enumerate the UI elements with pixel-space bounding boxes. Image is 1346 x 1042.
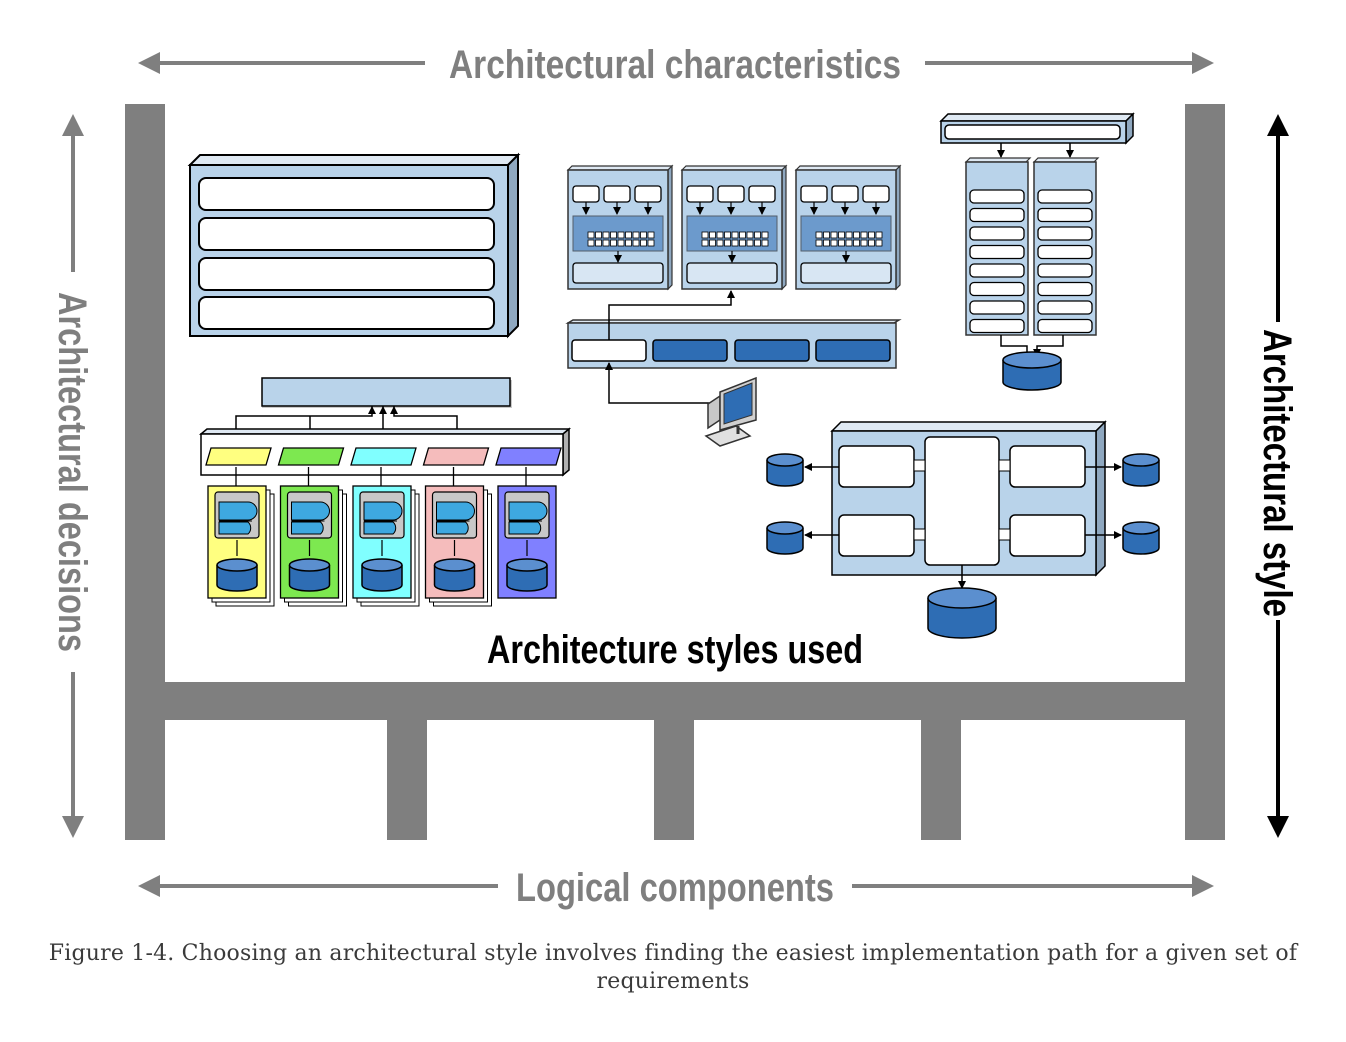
bottom-axis: Logical components bbox=[138, 866, 1214, 910]
database-icon bbox=[766, 521, 804, 555]
processing-unit bbox=[964, 157, 1032, 336]
database-icon bbox=[1002, 351, 1062, 391]
database-icon bbox=[766, 453, 804, 487]
layer-box bbox=[198, 296, 495, 330]
database-icon bbox=[506, 558, 548, 592]
service-column bbox=[205, 447, 275, 607]
figure-caption: Figure 1-4. Choosing an architectural st… bbox=[48, 941, 1298, 994]
event-driven-diagram bbox=[766, 420, 1160, 639]
layer-box bbox=[198, 257, 495, 291]
computer-icon bbox=[704, 376, 757, 447]
database-icon bbox=[433, 558, 476, 592]
processing-unit bbox=[1032, 157, 1100, 336]
right-label: Architectural style bbox=[1255, 329, 1299, 617]
pipeline-unit bbox=[794, 164, 902, 291]
service-column bbox=[350, 447, 420, 607]
bottom-label: Logical components bbox=[516, 866, 834, 910]
top-axis: Architectural characteristics bbox=[138, 43, 1214, 87]
pipeline-unit bbox=[566, 164, 674, 291]
database-icon bbox=[1122, 521, 1160, 555]
service-column bbox=[277, 447, 347, 607]
service-column bbox=[495, 447, 562, 599]
pipeline-microkernel-diagram bbox=[565, 164, 902, 447]
database-icon bbox=[927, 587, 997, 639]
space-based-diagram bbox=[939, 112, 1135, 391]
layer-box bbox=[198, 217, 495, 251]
left-axis: Architectural decisions bbox=[50, 114, 94, 838]
top-label: Architectural characteristics bbox=[449, 43, 901, 87]
database-icon bbox=[1122, 453, 1160, 487]
database-icon bbox=[361, 558, 403, 592]
layer-box bbox=[198, 177, 495, 211]
database-icon bbox=[288, 558, 331, 592]
microservices-diagram bbox=[198, 377, 572, 607]
left-label: Architectural decisions bbox=[50, 292, 94, 652]
database-icon bbox=[216, 558, 258, 592]
center-label: Architecture styles used bbox=[487, 628, 863, 672]
right-axis: Architectural style bbox=[1255, 114, 1299, 838]
layered-architecture-diagram bbox=[187, 152, 521, 339]
frame bbox=[125, 104, 1225, 840]
pipeline-unit bbox=[680, 164, 788, 291]
service-column bbox=[422, 447, 492, 607]
